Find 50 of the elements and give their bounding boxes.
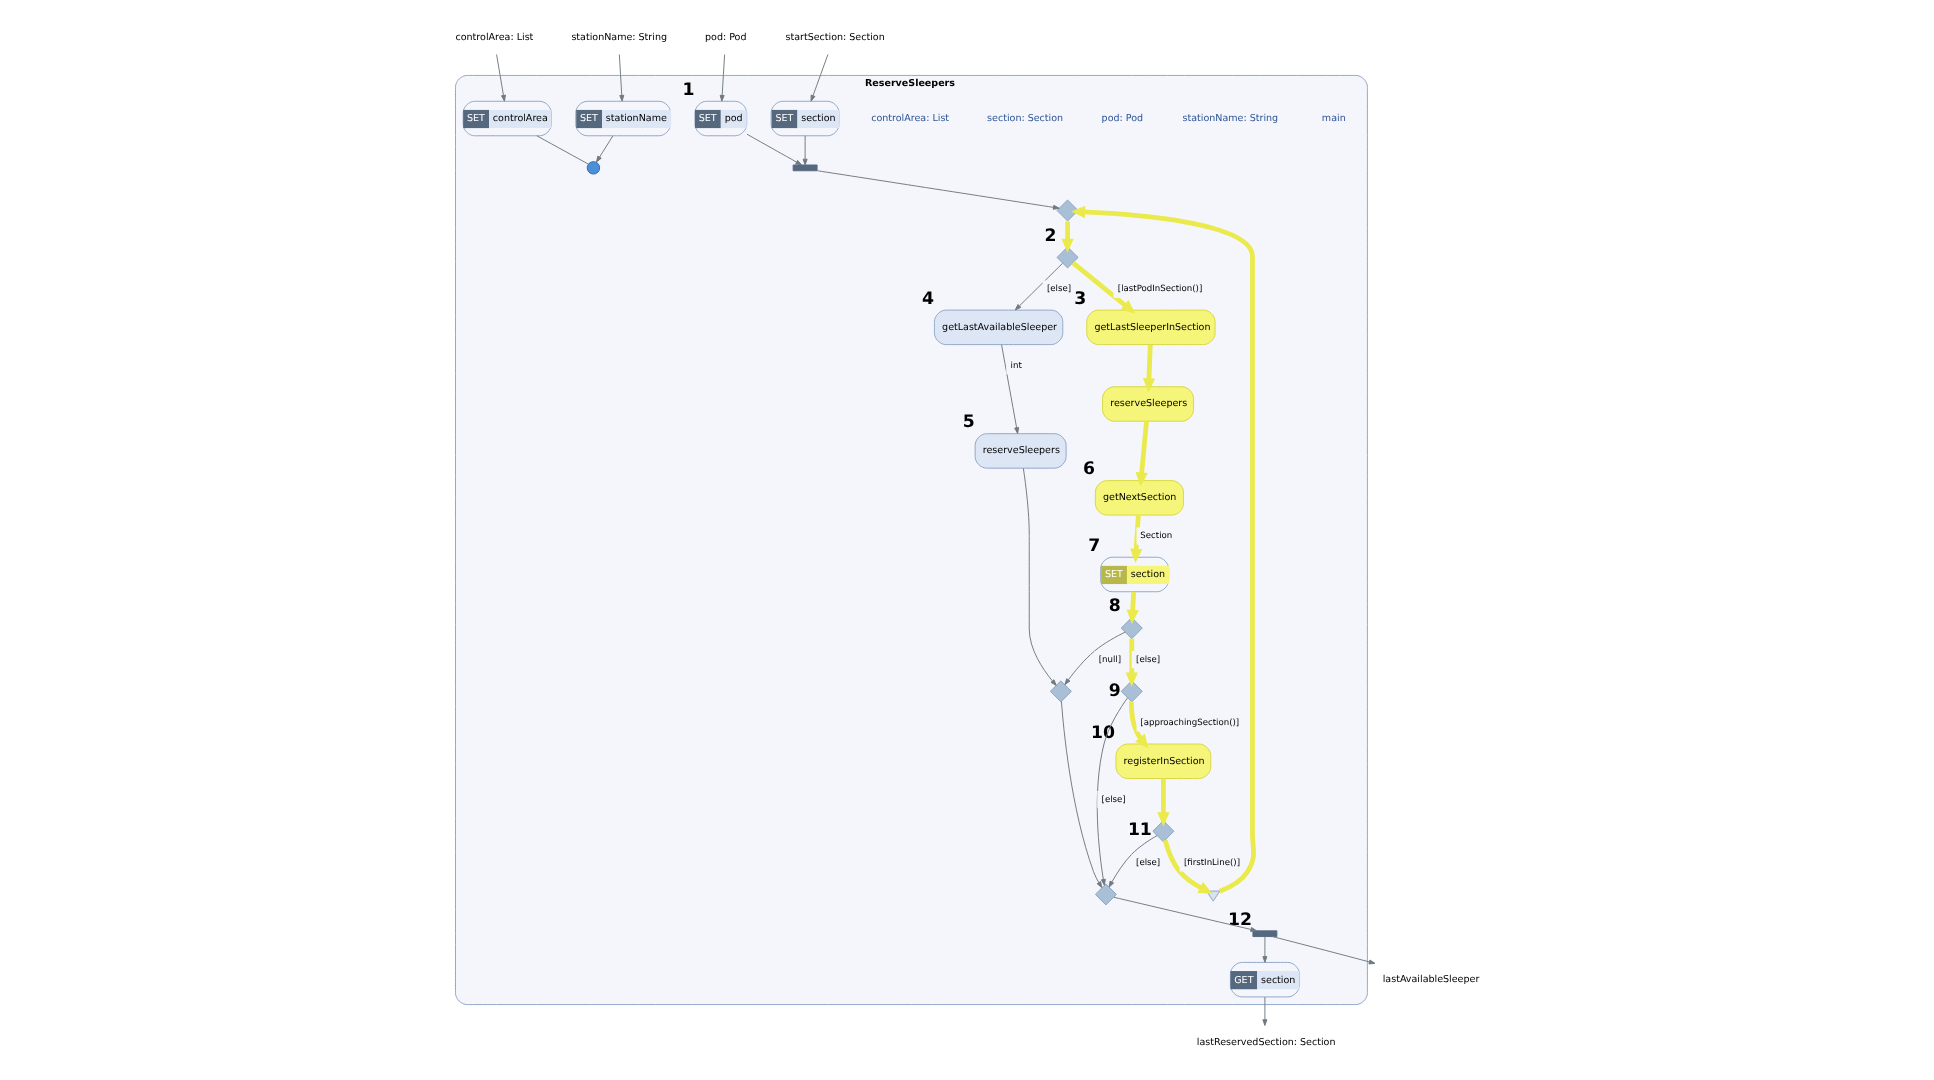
arrow [1061,701,1103,889]
node-label: 3 [1074,289,1087,310]
node-label: 6 [1082,460,1095,481]
node-bar [1252,930,1278,938]
connector [536,135,589,165]
arrow [1126,591,1139,624]
arrow [618,54,625,102]
arrow [1157,778,1170,827]
arrow [1113,896,1258,932]
arrow [746,133,803,166]
node-label: 2 [1044,226,1057,247]
node-diamond [1056,246,1079,269]
node-label: 10 [1091,723,1116,744]
node-label: 5 [962,413,975,434]
arrow [802,135,808,166]
node-diamond [1120,617,1143,640]
node-diamond [1152,820,1175,843]
arrow [1071,205,1256,894]
arrow [1061,221,1074,253]
node-label: 1 [682,80,695,101]
arrow [1262,996,1268,1026]
arrow [1071,261,1136,314]
arrow [1128,701,1149,749]
arrow [719,54,726,102]
arrow [1022,467,1057,686]
node-diamond [1056,199,1079,222]
arrow [1130,515,1143,563]
arrow [1135,421,1149,487]
node-label: 4 [921,289,934,310]
node-label: 11 [1127,821,1152,842]
node-circle [586,161,601,175]
node-label: 12 [1228,910,1252,931]
arrow [1142,344,1156,393]
node-bar [792,164,818,172]
arrow [1162,839,1213,894]
arrow [596,135,614,163]
node-label: 8 [1108,597,1121,618]
arrow [1271,936,1376,965]
arrow [1014,262,1064,311]
node-label: 9 [1108,681,1121,702]
node-label: 7 [1088,536,1101,557]
arrow [810,54,829,102]
arrow [816,170,1060,210]
arrow [1262,936,1268,963]
arrow [1125,638,1138,687]
node-diamond [1120,680,1143,703]
node-hourglass [1206,890,1221,902]
arrow [496,54,506,102]
arrow [1001,344,1020,434]
arrow [1108,835,1158,888]
